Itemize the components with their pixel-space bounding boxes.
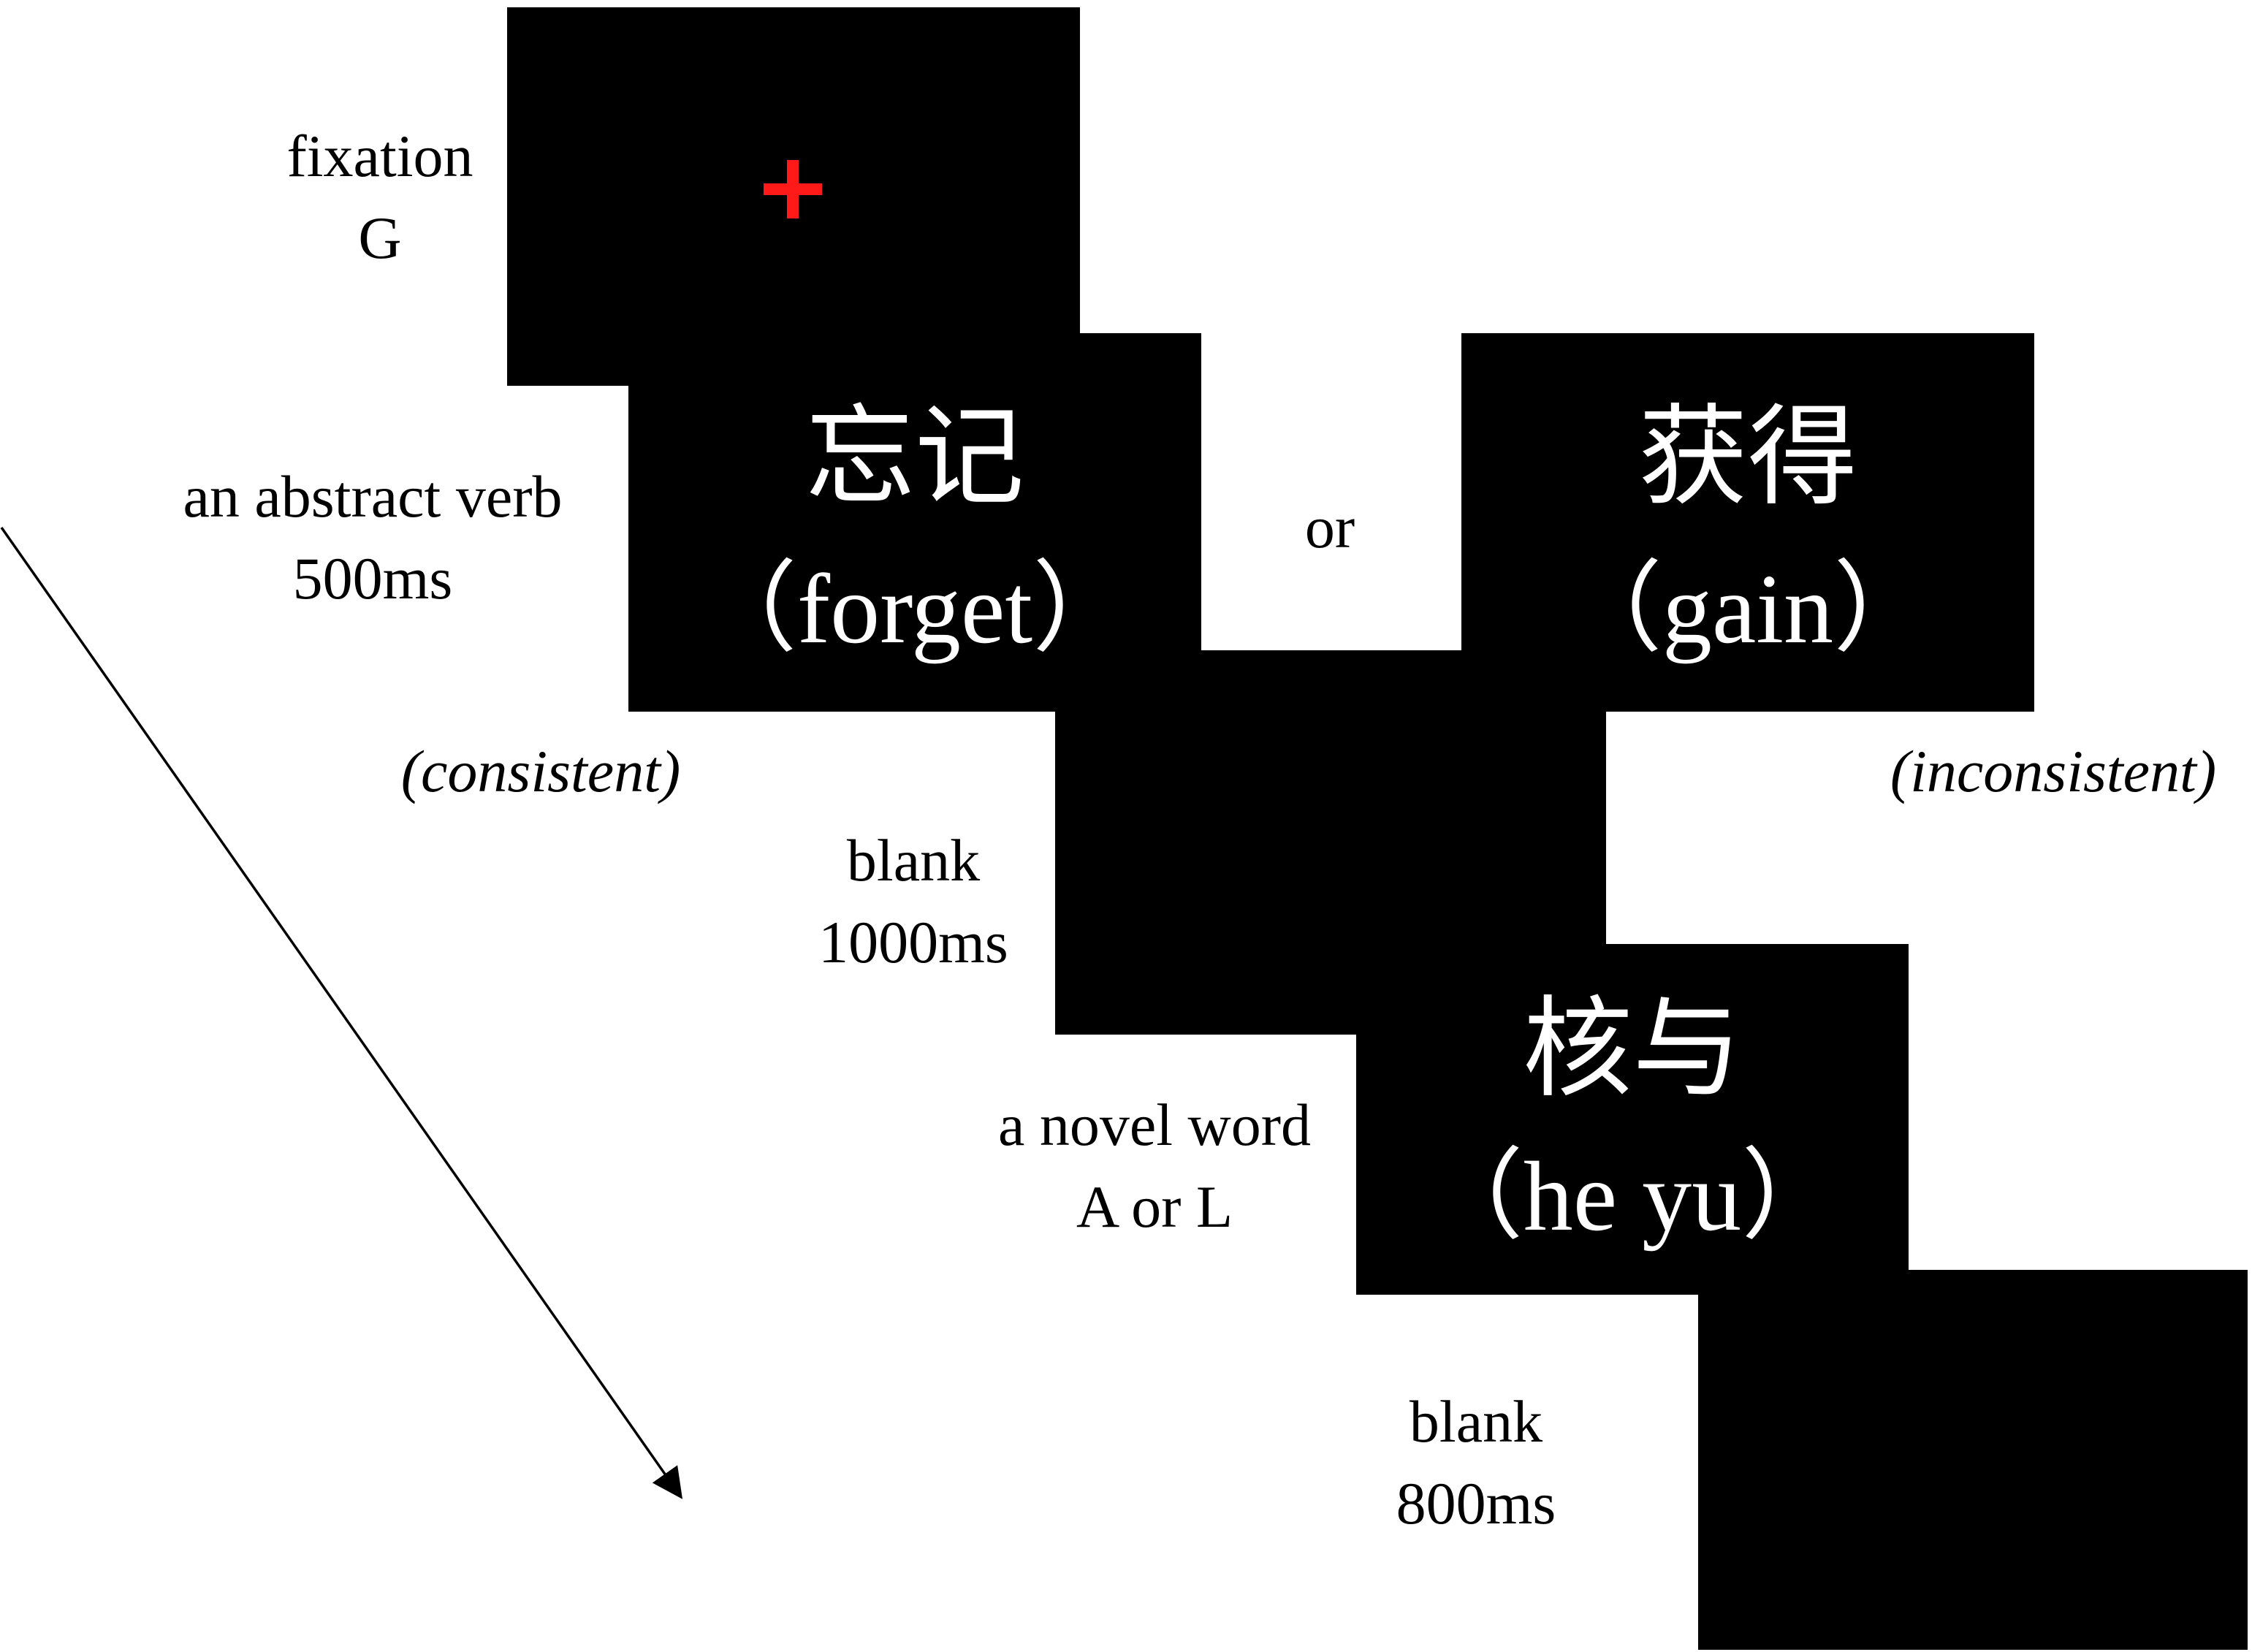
blank1-label-text: blank: [846, 827, 981, 894]
verb-label: an abstract verb 500ms: [139, 456, 606, 620]
or-connector: or: [1304, 494, 1355, 560]
fixation-duration: G: [358, 205, 402, 271]
fixation-label-text: fixation: [286, 123, 473, 189]
novel-word-pinyin: （he yu）: [1423, 1142, 1841, 1252]
verb-pinyin-inconsistent: （gain）: [1562, 555, 1933, 664]
condition-consistent: (consistent): [400, 738, 681, 804]
verb-label-text: an abstract verb: [183, 463, 563, 530]
verb-pinyin-consistent: （forget）: [697, 555, 1133, 664]
blank2-label-text: blank: [1409, 1388, 1543, 1455]
blank2-label: blank 800ms: [1344, 1381, 1608, 1545]
verb-screen-consistent: 忘记 （forget）: [628, 333, 1201, 712]
novel-word-label: a novel word A or L: [950, 1084, 1359, 1248]
blank1-label: blank 1000ms: [782, 820, 1045, 983]
novel-word-response: A or L: [1076, 1173, 1233, 1240]
novel-word-screen: 核与 （he yu）: [1356, 944, 1909, 1295]
novel-word-chinese: 核与: [1522, 989, 1742, 1111]
verb-chinese-inconsistent: 获得: [1637, 397, 1857, 519]
blank-screen-2: [1698, 1270, 2248, 1650]
condition-inconsistent: (inconsistent): [1890, 738, 2217, 804]
blank2-duration: 800ms: [1396, 1470, 1556, 1537]
fixation-cross-icon: [764, 160, 822, 218]
fixation-label: fixation G: [248, 115, 511, 279]
blank1-duration: 1000ms: [818, 909, 1008, 975]
fixation-screen: [507, 7, 1080, 386]
verb-screen-inconsistent: 获得 （gain）: [1461, 333, 2034, 712]
verb-chinese-consistent: 忘记: [804, 397, 1024, 519]
verb-duration: 500ms: [292, 545, 453, 612]
novel-word-label-text: a novel word: [997, 1092, 1312, 1158]
